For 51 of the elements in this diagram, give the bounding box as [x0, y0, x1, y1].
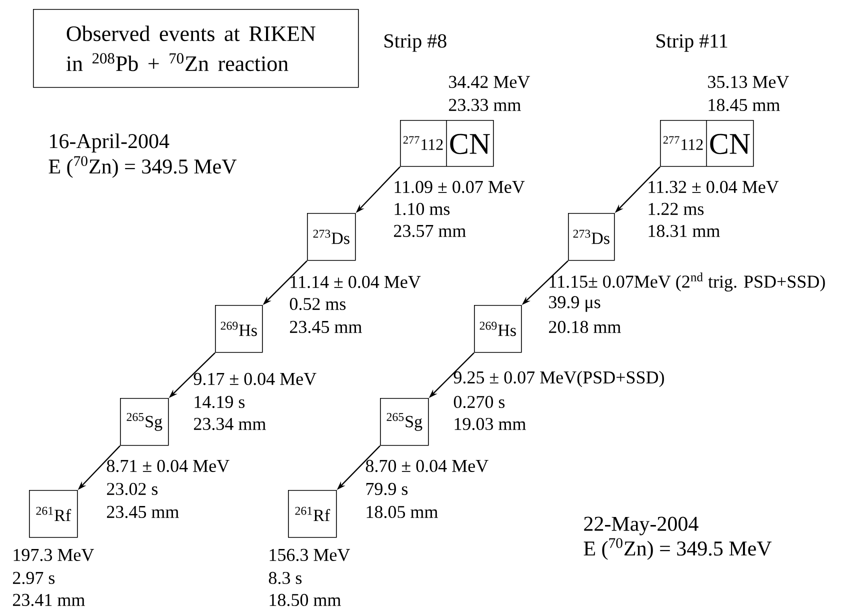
- decay-data: 14.19 s: [194, 396, 245, 408]
- run-info: E ($^{70}$Zn) = 349.5 MeV: [48, 156, 237, 178]
- decay-data: 34.42 MeV: [449, 76, 530, 88]
- decay-data: 18.45 mm: [708, 98, 780, 112]
- decay-data: 18.05 mm: [366, 506, 438, 518]
- decay-data: 11.32 ± 0.04 MeV: [648, 180, 779, 194]
- nuclide-box: $^{261}$Rf: [29, 490, 78, 538]
- nuclide-box: $^{265}$Sg: [120, 398, 169, 446]
- run-info: 22-May-2004: [584, 516, 698, 536]
- decay-data: 23.45 mm: [106, 506, 179, 518]
- strip-label: Strip #11: [656, 34, 728, 52]
- decay-data: 11.09 ± 0.07 MeV: [394, 180, 525, 194]
- decay-data: 156.3 MeV: [270, 548, 350, 562]
- decay-data: 23.45 mm: [290, 320, 362, 334]
- nuclide-box: $^{261}$Rf: [288, 490, 337, 538]
- compound-nucleus-box: $^{277}$112 CN: [400, 120, 494, 167]
- run-info: E ($^{70}$Zn) = 349.5 MeV: [584, 538, 772, 560]
- decay-data: 19.03 mm: [454, 418, 526, 430]
- decay-data: 20.18 mm: [549, 320, 621, 334]
- decay-data: 39.9 μs: [549, 296, 600, 312]
- decay-data: 18.31 mm: [648, 224, 720, 238]
- decay-data: 23.41 mm: [12, 594, 85, 606]
- nuclide-box: $^{273}$Ds: [307, 213, 356, 261]
- decay-data: 11.15± 0.07MeV (2$^{nd}$ trig. PSD+SSD): [550, 272, 825, 292]
- decay-data: 18.50 mm: [270, 594, 341, 606]
- title-box: Observed events at RIKEN in $^{208}$Pb + $^{70}$Zn reaction: [33, 9, 359, 88]
- decay-data: 35.13 MeV: [708, 76, 789, 88]
- nuclide-box: $^{265}$Sg: [380, 398, 429, 446]
- decay-data: 11.14 ± 0.04 MeV: [290, 276, 421, 288]
- decay-data: 197.3 MeV: [14, 548, 94, 562]
- decay-data: 8.71 ± 0.04 MeV: [106, 460, 230, 472]
- decay-data: 79.9 s: [366, 482, 408, 496]
- decay-data: 8.3 s: [268, 572, 302, 584]
- compound-nucleus-box: $^{277}$112 CN: [660, 120, 754, 167]
- decay-data: 1.22 ms: [648, 202, 704, 216]
- decay-data: 2.97 s: [12, 572, 55, 584]
- decay-data: 9.17 ± 0.04 MeV: [194, 372, 316, 386]
- decay-data: 8.70 ± 0.04 MeV: [366, 460, 488, 472]
- decay-data: 23.57 mm: [394, 224, 466, 238]
- nuclide-box: $^{269}$Hs: [474, 305, 522, 353]
- decay-data: 9.25 ± 0.07 MeV(PSD+SSD): [454, 370, 664, 388]
- decay-data: 23.02 s: [106, 482, 158, 496]
- strip-label: Strip #8: [384, 34, 446, 52]
- nuclide-box: $^{273}$Ds: [568, 213, 615, 261]
- decay-data: 23.33 mm: [449, 98, 521, 112]
- decay-data: 0.270 s: [454, 396, 505, 408]
- nuclide-box: $^{269}$Hs: [215, 305, 263, 353]
- decay-data: 23.34 mm: [194, 418, 266, 430]
- run-info: 16-April-2004: [50, 133, 170, 153]
- decay-data: 1.10 ms: [394, 202, 450, 216]
- decay-data: 0.52 ms: [290, 298, 346, 310]
